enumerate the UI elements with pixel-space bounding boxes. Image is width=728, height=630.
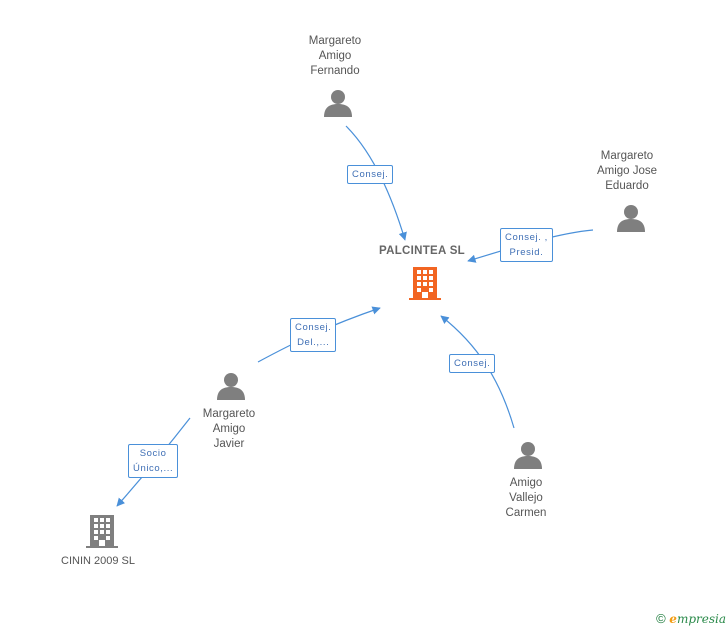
person-icon[interactable] xyxy=(514,441,542,474)
person-name-line: Carmen xyxy=(505,507,547,519)
person-icon[interactable] xyxy=(617,204,645,237)
company-building-icon[interactable] xyxy=(86,514,118,553)
brand-initial: e xyxy=(669,612,677,626)
person-name-line: Margareto xyxy=(202,408,256,420)
person-name-line: Amigo Jose xyxy=(596,165,658,177)
company-cinin-name[interactable]: CININ 2009 SL xyxy=(61,555,135,567)
edge-label-line: Consej. xyxy=(295,322,332,333)
person-name-line: Margareto xyxy=(600,150,654,162)
empresia-logo: empresia xyxy=(669,612,726,626)
edge-label-line: Presid. xyxy=(509,247,544,258)
person-icon[interactable] xyxy=(217,372,245,405)
center-company-name[interactable]: PALCINTEA SL xyxy=(378,245,465,257)
center-building-icon[interactable] xyxy=(409,266,441,305)
edge-label-jose: Consej. , Presid. xyxy=(500,228,553,262)
person-name-line: Amigo xyxy=(318,50,352,62)
edge-label-fernando: Consej. xyxy=(347,165,394,184)
person-jose-eduardo-name[interactable]: Margareto Amigo Jose Eduardo xyxy=(577,149,677,194)
person-name-line: Javier xyxy=(213,438,245,450)
person-name-line: Amigo xyxy=(212,423,246,435)
person-name-line: Margareto xyxy=(308,35,362,47)
person-carmen-name[interactable]: Amigo Vallejo Carmen xyxy=(476,476,576,521)
person-name-line: Eduardo xyxy=(605,180,649,192)
person-name-line: Vallejo xyxy=(509,492,543,504)
brand-rest: mpresia xyxy=(676,612,726,626)
edge-label-carmen: Consej. xyxy=(449,354,496,373)
edge-label-cinin: Socio Único,... xyxy=(128,444,179,478)
person-icon[interactable] xyxy=(324,89,352,122)
person-fernando-name[interactable]: Margareto Amigo Fernando xyxy=(285,34,385,79)
edge-label-javier: Consej. Del.,... xyxy=(290,318,337,352)
person-javier-name[interactable]: Margareto Amigo Javier xyxy=(179,407,279,452)
footer-brand: © empresia xyxy=(656,611,726,626)
edge-label-line: Único,... xyxy=(133,463,174,474)
copyright-icon: © xyxy=(656,611,666,626)
edge-label-line: Consej. xyxy=(352,169,389,180)
person-name-line: Fernando xyxy=(310,65,360,77)
edge-label-line: Consej. , xyxy=(505,232,548,243)
person-name-line: Amigo xyxy=(509,477,543,489)
edge-label-line: Socio xyxy=(139,448,167,459)
edge-label-line: Consej. xyxy=(454,358,491,369)
edge-label-line: Del.,... xyxy=(297,337,330,348)
